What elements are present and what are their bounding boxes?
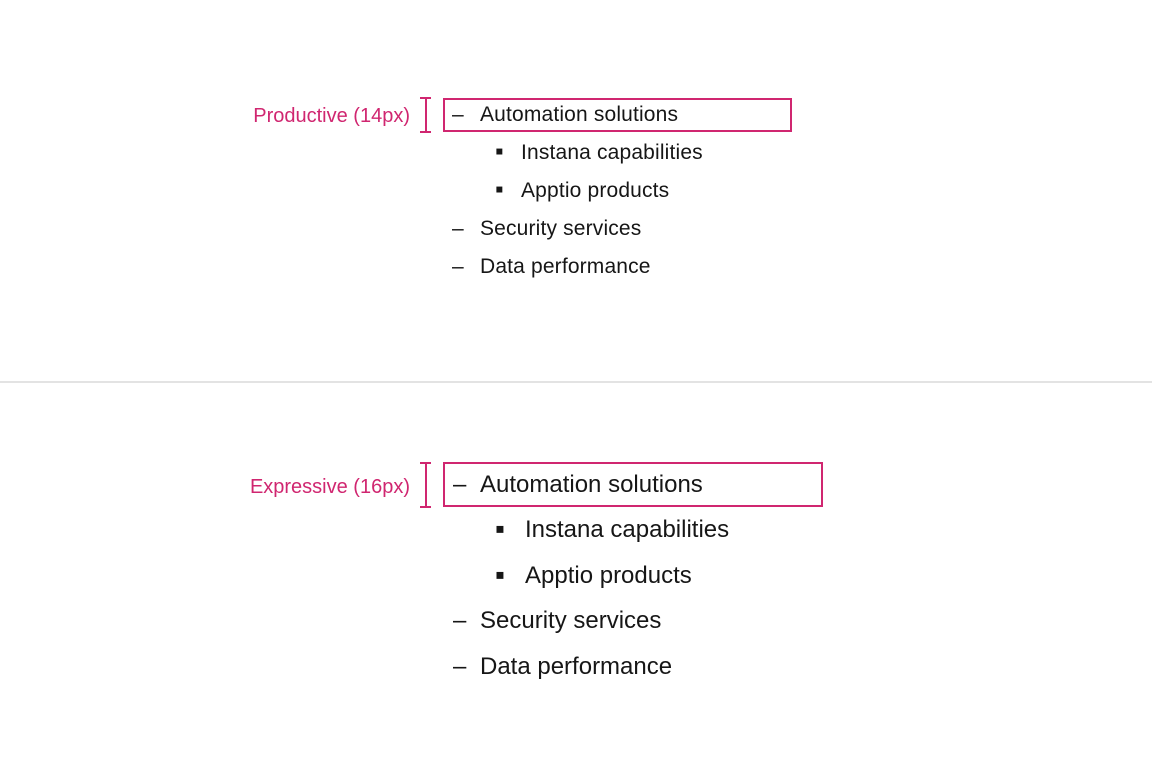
- dash-bullet-icon: –: [452, 217, 464, 240]
- dash-bullet-icon: –: [453, 470, 467, 498]
- list-item-level1: – Data performance: [443, 644, 729, 690]
- list-item-text: Automation solutions: [480, 470, 703, 498]
- dash-bullet-icon: –: [452, 103, 464, 126]
- square-bullet-icon: ▪: [495, 513, 505, 545]
- list-item-level2: ▪ Instana capabilities: [443, 508, 729, 554]
- dash-bullet-icon: –: [452, 255, 464, 278]
- list-item-text: Instana capabilities: [521, 141, 703, 164]
- list-item-level1: – Data performance: [443, 248, 703, 286]
- productive-size-label: Productive (14px): [253, 105, 410, 127]
- productive-unordered-list: – Automation solutions ▪ Instana capabil…: [443, 96, 703, 286]
- expressive-unordered-list: – Automation solutions ▪ Instana capabil…: [443, 462, 729, 690]
- dash-bullet-icon: –: [453, 652, 467, 680]
- list-item-level1: – Security services: [443, 599, 729, 645]
- list-item-text: Security services: [480, 217, 642, 240]
- list-item-text: Data performance: [480, 255, 651, 278]
- list-item-level2: ▪ Apptio products: [443, 553, 729, 599]
- square-bullet-icon: ▪: [495, 138, 504, 165]
- list-item-level1: – Automation solutions: [443, 462, 729, 508]
- list-item-text: Data performance: [480, 652, 673, 680]
- list-item-text: Security services: [480, 607, 662, 635]
- highlight-box: [443, 462, 823, 507]
- list-item-level1: – Security services: [443, 210, 703, 248]
- square-bullet-icon: ▪: [495, 558, 505, 590]
- ibeam-bracket-icon: [420, 97, 431, 133]
- list-item-text: Apptio products: [521, 179, 670, 202]
- list-item-level1: – Automation solutions: [443, 96, 703, 134]
- list-item-text: Apptio products: [525, 561, 692, 589]
- list-item-level2: ▪ Instana capabilities: [443, 134, 703, 172]
- list-item-text: Automation solutions: [480, 103, 679, 126]
- list-item-text: Instana capabilities: [525, 516, 730, 544]
- list-item-level2: ▪ Apptio products: [443, 172, 703, 210]
- section-divider: [0, 381, 1152, 383]
- highlight-box: [443, 98, 792, 132]
- ibeam-bracket-icon: [420, 462, 431, 508]
- square-bullet-icon: ▪: [495, 176, 504, 203]
- expressive-size-label: Expressive (16px): [249, 476, 410, 498]
- dash-bullet-icon: –: [453, 607, 467, 635]
